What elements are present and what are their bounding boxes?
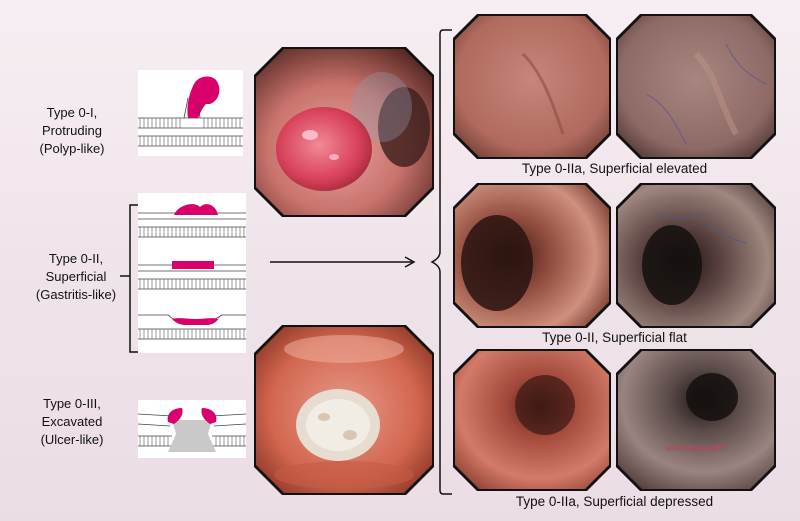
- schematic-type-0-iii: [138, 400, 246, 458]
- endoscopy-photo-type-0-i: [254, 47, 434, 217]
- type-0-iii-label: Type 0-III, Excavated (Ulcer-like): [40, 396, 104, 447]
- photo-superficial-elevated-nbi: [616, 14, 776, 159]
- type-0-i-label: Type 0-I, Protruding (Polyp-like): [39, 105, 105, 156]
- schematic-type-0-i: [138, 70, 243, 156]
- caption-superficial-elevated: Type 0-IIa, Superficial elevated: [521, 161, 708, 176]
- photo-superficial-flat-white-light: [453, 183, 611, 328]
- photo-superficial-depressed-white-light: [453, 349, 611, 491]
- endoscopy-photo-type-0-iii: [254, 325, 434, 495]
- schematic-type-0-ii: [138, 193, 246, 353]
- photo-superficial-elevated-white-light: [453, 14, 611, 159]
- caption-superficial-flat: Type 0-II, Superficial flat: [542, 330, 687, 345]
- caption-superficial-depressed: Type 0-IIa, Superficial depressed: [515, 494, 714, 509]
- photo-superficial-flat-nbi: [616, 183, 776, 328]
- type-0-ii-label: Type 0-II, Superficial (Gastritis-like): [35, 251, 117, 302]
- photo-superficial-depressed-nbi: [616, 349, 776, 491]
